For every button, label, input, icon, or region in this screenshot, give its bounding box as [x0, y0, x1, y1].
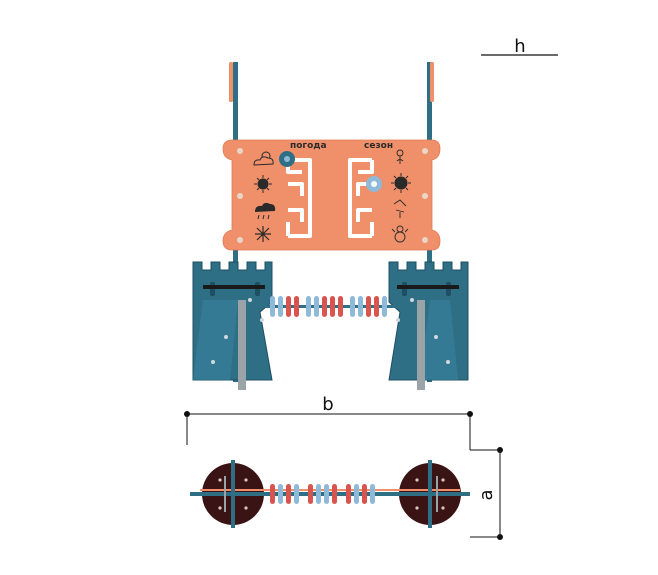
summer-sun-icon: [391, 173, 411, 193]
right-tower: [388, 261, 469, 390]
cloud-sun-icon: [253, 151, 274, 166]
top-bead: [308, 484, 313, 504]
left-support-post: [238, 300, 246, 390]
width-dimension: b: [184, 394, 473, 450]
bead[interactable]: [338, 296, 343, 317]
depth-dimension: a: [470, 447, 503, 540]
snowman-icon: [391, 225, 409, 243]
left-slider-track: [286, 158, 312, 238]
front-view: погода сезон: [192, 62, 469, 390]
width-label: b: [322, 394, 333, 415]
top-bead: [278, 484, 283, 504]
snowflake-icon: [255, 226, 271, 242]
rain-cloud-icon: [255, 202, 276, 220]
bead[interactable]: [374, 296, 379, 317]
bead[interactable]: [278, 296, 283, 317]
top-bead: [270, 484, 275, 504]
bead[interactable]: [314, 296, 319, 317]
bead[interactable]: [366, 296, 371, 317]
autumn-tree-icon: [393, 199, 407, 218]
flower-icon: [396, 149, 404, 164]
top-bead: [332, 484, 337, 504]
right-slider-track: [348, 158, 374, 238]
top-bead: [316, 484, 321, 504]
abacus-bar: [262, 296, 398, 317]
bead[interactable]: [294, 296, 299, 317]
left-tower: [192, 261, 273, 390]
top-beads: [270, 484, 375, 504]
front-beads: [270, 296, 387, 317]
sun-icon: [254, 175, 272, 193]
bead[interactable]: [330, 296, 335, 317]
height-label: h: [514, 36, 525, 57]
top-view: [190, 460, 470, 528]
season-label: сезон: [364, 141, 393, 151]
bead[interactable]: [358, 296, 363, 317]
top-bead: [294, 484, 299, 504]
bead[interactable]: [350, 296, 355, 317]
right-support-post: [417, 300, 425, 390]
top-rail: [190, 492, 470, 496]
top-bead: [354, 484, 359, 504]
top-bead: [362, 484, 367, 504]
bead[interactable]: [382, 296, 387, 317]
top-bead: [370, 484, 375, 504]
bead[interactable]: [286, 296, 291, 317]
top-bead: [346, 484, 351, 504]
bead[interactable]: [306, 296, 311, 317]
activity-panel: погода сезон: [222, 139, 441, 251]
height-dimension: h: [481, 36, 558, 57]
depth-label: a: [476, 489, 497, 500]
top-bead: [324, 484, 329, 504]
weather-label: погода: [290, 141, 327, 151]
bead[interactable]: [270, 296, 275, 317]
top-bead: [286, 484, 291, 504]
bead[interactable]: [322, 296, 327, 317]
